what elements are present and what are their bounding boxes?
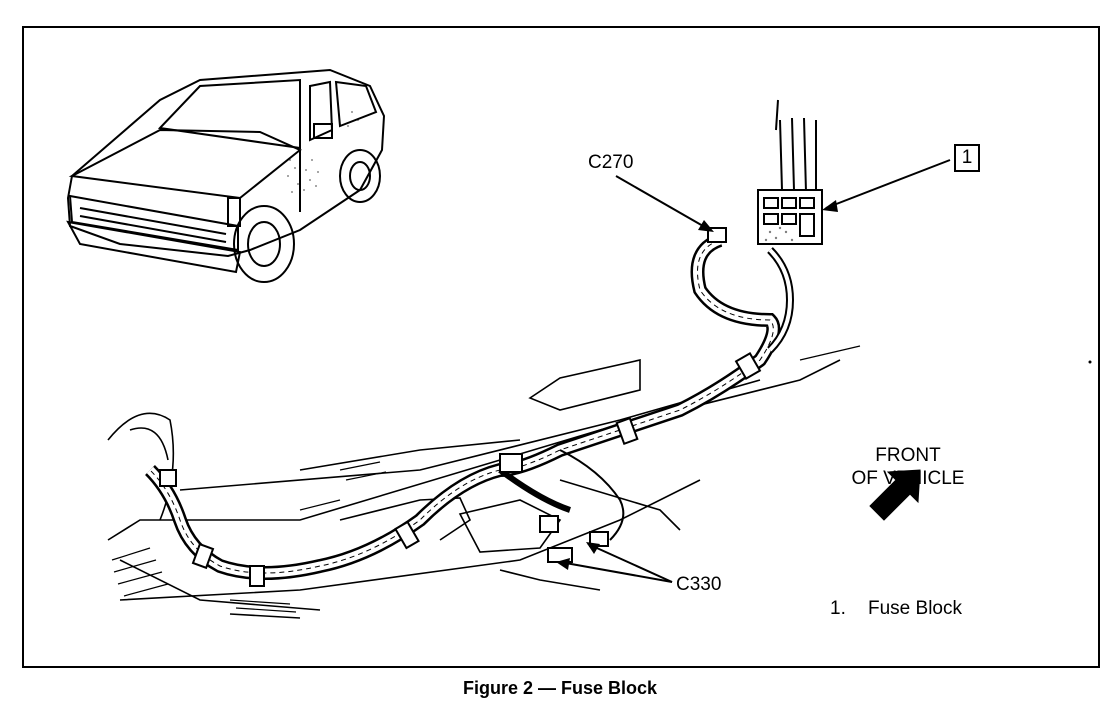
figure-caption: Figure 2 — Fuse Block: [462, 678, 658, 698]
arrowheads: [556, 200, 838, 570]
figure-frame: [22, 26, 1100, 668]
legend-text: Fuse Block: [868, 598, 962, 619]
harness-clips: [159, 351, 762, 587]
leader-lines: [559, 159, 951, 583]
vehicle-shading: [287, 111, 359, 199]
front-label-line-1: FRONT: [875, 445, 941, 466]
fuse-block: [757, 99, 823, 245]
callout-number-1: 1: [954, 144, 980, 172]
front-of-vehicle-label: FRONT OF VEHICLE: [838, 444, 978, 490]
wiring-harness: [144, 233, 795, 580]
fuse-block-shading: [764, 226, 794, 242]
front-arrow: [869, 469, 921, 521]
vehicle-illustration: [66, 68, 386, 283]
legend-number: 1.: [830, 598, 846, 619]
c330-label: C330: [676, 574, 722, 595]
floor-hatching: [111, 345, 861, 613]
front-label-line-2: OF VEHICLE: [851, 468, 965, 489]
floor-pan: [107, 359, 841, 619]
c270-label: C270: [588, 152, 634, 173]
